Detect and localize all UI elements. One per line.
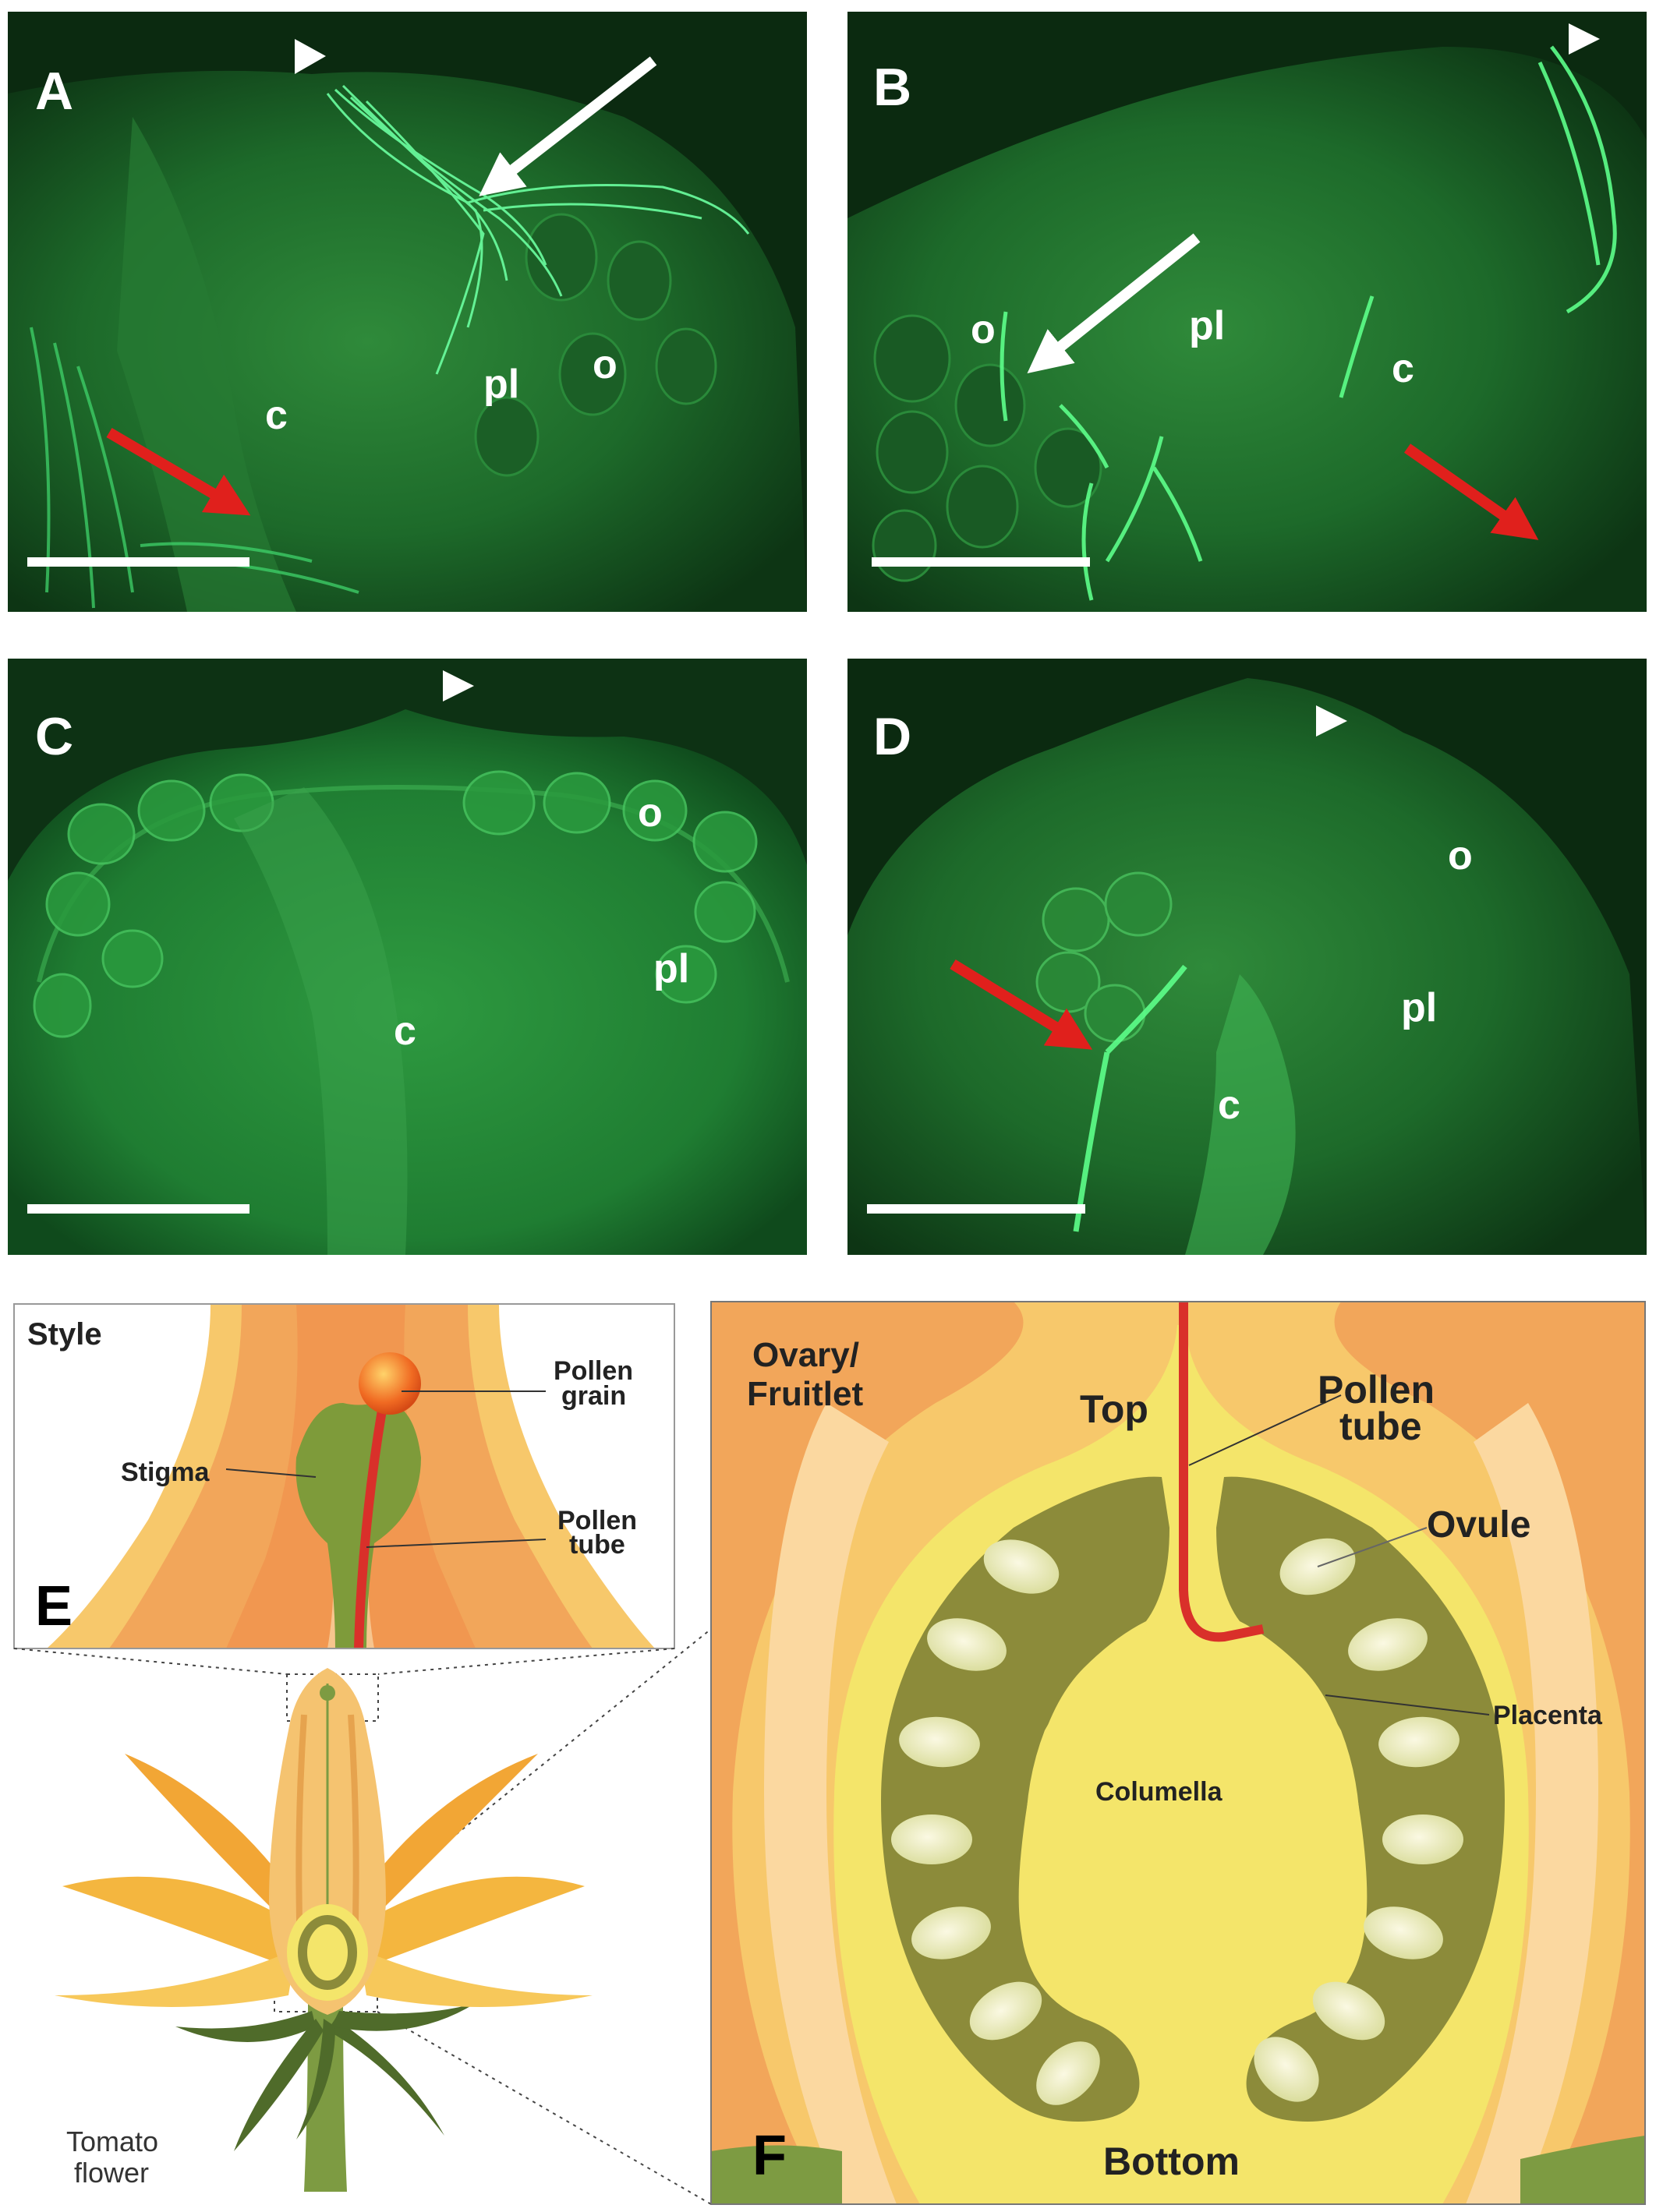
panel-b: B o pl c	[847, 12, 1647, 612]
panel-a-label-c: c	[265, 393, 288, 438]
panel-d-label-c: c	[1218, 1083, 1240, 1128]
ovary-pollen-tube	[1179, 1302, 1265, 1642]
columella-label: Columella	[1095, 1777, 1223, 1807]
flower-ovary-locule	[298, 1915, 357, 1990]
panel-d-columella	[1185, 974, 1296, 1255]
inset-pollen-tube-label-line1: Pollen	[557, 1506, 637, 1535]
inset-pollen-tube-leader	[366, 1539, 547, 1548]
panel-b-arrowhead-marker	[1569, 23, 1600, 55]
panel-a-label-o: o	[593, 342, 617, 387]
panel-a-arrowhead-marker	[295, 39, 326, 74]
panel-c-label-o: o	[638, 790, 663, 836]
ovary-label-line1: Ovary/	[752, 1336, 859, 1374]
panel-b-label-c: c	[1392, 346, 1414, 391]
panel-f-ground-right	[1520, 2136, 1645, 2204]
pollen-grain-icon	[359, 1352, 421, 1415]
panel-b-label-o: o	[971, 307, 996, 352]
panel-e: Style Pollen grain Stigma Pollen tube E	[13, 1303, 712, 2205]
panel-c-ovules	[33, 770, 758, 1038]
panel-a: A c pl o	[8, 12, 807, 612]
panel-c-columella	[234, 787, 408, 1255]
panel-d-arrowhead-marker	[1316, 705, 1347, 737]
panel-a-scale-bar	[27, 557, 249, 567]
panel-f-letter: F	[752, 2125, 787, 2187]
panel-d-red-arrow	[950, 959, 1093, 1050]
panel-b-pollen-tubes	[1000, 45, 1617, 601]
inset-pollen-tube-label-line2: tube	[569, 1530, 625, 1560]
sepals	[175, 2003, 476, 2151]
stem	[304, 2003, 347, 2192]
panel-b-red-arrow	[1403, 443, 1539, 540]
panel-f-border	[710, 1301, 1646, 2205]
ovule-label: Ovule	[1427, 1504, 1530, 1546]
pollen-grain-label-line2: grain	[561, 1381, 626, 1411]
panel-c-arrowhead-marker	[443, 670, 474, 701]
panel-d-label-pl: pl	[1401, 985, 1437, 1030]
inset-pollen-tube	[354, 1378, 392, 1648]
placenta-leader	[1325, 1694, 1490, 1716]
style-title: Style	[27, 1317, 102, 1352]
ovary-pale-band-right	[1466, 1403, 1598, 2204]
panel-b-scale-bar	[872, 557, 1090, 567]
panel-c-label-c: c	[394, 1009, 416, 1054]
stigma-label: Stigma	[121, 1458, 210, 1487]
panel-c: C o pl c	[8, 659, 807, 1255]
panel-d-label-o: o	[1448, 833, 1473, 878]
ovary-label-line2: Fruitlet	[747, 1375, 863, 1413]
panel-b-letter: B	[873, 58, 911, 117]
petals	[55, 1754, 593, 2007]
panel-d-tissue	[847, 678, 1647, 1255]
panel-c-scale-bar	[27, 1204, 249, 1214]
ovules	[891, 1538, 1463, 2105]
panel-c-letter: C	[35, 707, 73, 766]
panel-e-letter: E	[35, 1575, 73, 1638]
flower-label-line1: Tomato	[66, 2125, 158, 2157]
panel-a-red-arrow	[106, 427, 251, 516]
ovary-pollen-tube-leader	[1188, 1394, 1342, 1466]
ovary-pollen-tube-label-line2: tube	[1339, 1405, 1422, 1448]
flower-label-line2: flower	[74, 2157, 149, 2189]
ovule-leader	[1317, 1527, 1428, 1567]
panel-d: D o pl c	[847, 659, 1647, 1255]
columella	[1025, 1629, 1360, 2073]
panel-c-label-pl: pl	[653, 946, 689, 991]
placenta-label: Placenta	[1493, 1701, 1603, 1730]
tomato-flower-illustration: Tomato flower	[55, 1668, 593, 2192]
ovary-pale-band-left	[764, 1403, 897, 2204]
panel-a-white-arrow	[479, 56, 657, 196]
panel-f-ground	[711, 2145, 842, 2204]
pollen-grain-label-line1: Pollen	[554, 1356, 633, 1386]
ovary-pollen-tube-label-line1: Pollen	[1318, 1368, 1435, 1412]
panel-d-ovules	[1035, 871, 1173, 1043]
stigma-leader	[225, 1468, 317, 1478]
panel-b-ovules	[872, 314, 1102, 582]
locule-right	[1216, 1476, 1505, 2122]
panel-d-letter: D	[873, 707, 911, 766]
panel-a-letter: A	[35, 62, 73, 121]
panel-e-style-inset: Style Pollen grain Stigma Pollen tube E	[14, 1304, 674, 1648]
panel-b-white-arrow	[1027, 233, 1201, 373]
panel-a-columella	[117, 117, 296, 612]
panel-b-label-pl: pl	[1189, 303, 1225, 348]
stigma-shape	[295, 1401, 421, 1648]
panel-e-inset-border	[13, 1303, 675, 1649]
top-label: Top	[1080, 1387, 1148, 1431]
panel-d-scale-bar	[867, 1204, 1085, 1214]
panel-c-tissue	[8, 709, 807, 1255]
panel-a-label-pl: pl	[483, 362, 519, 407]
panel-f: Ovary/ Fruitlet Top Pollen tube Ovule Pl…	[711, 1302, 1645, 2204]
panel-a-ovules	[474, 213, 717, 477]
flower-stigma-dot	[320, 1685, 335, 1701]
bottom-label: Bottom	[1103, 2140, 1240, 2183]
